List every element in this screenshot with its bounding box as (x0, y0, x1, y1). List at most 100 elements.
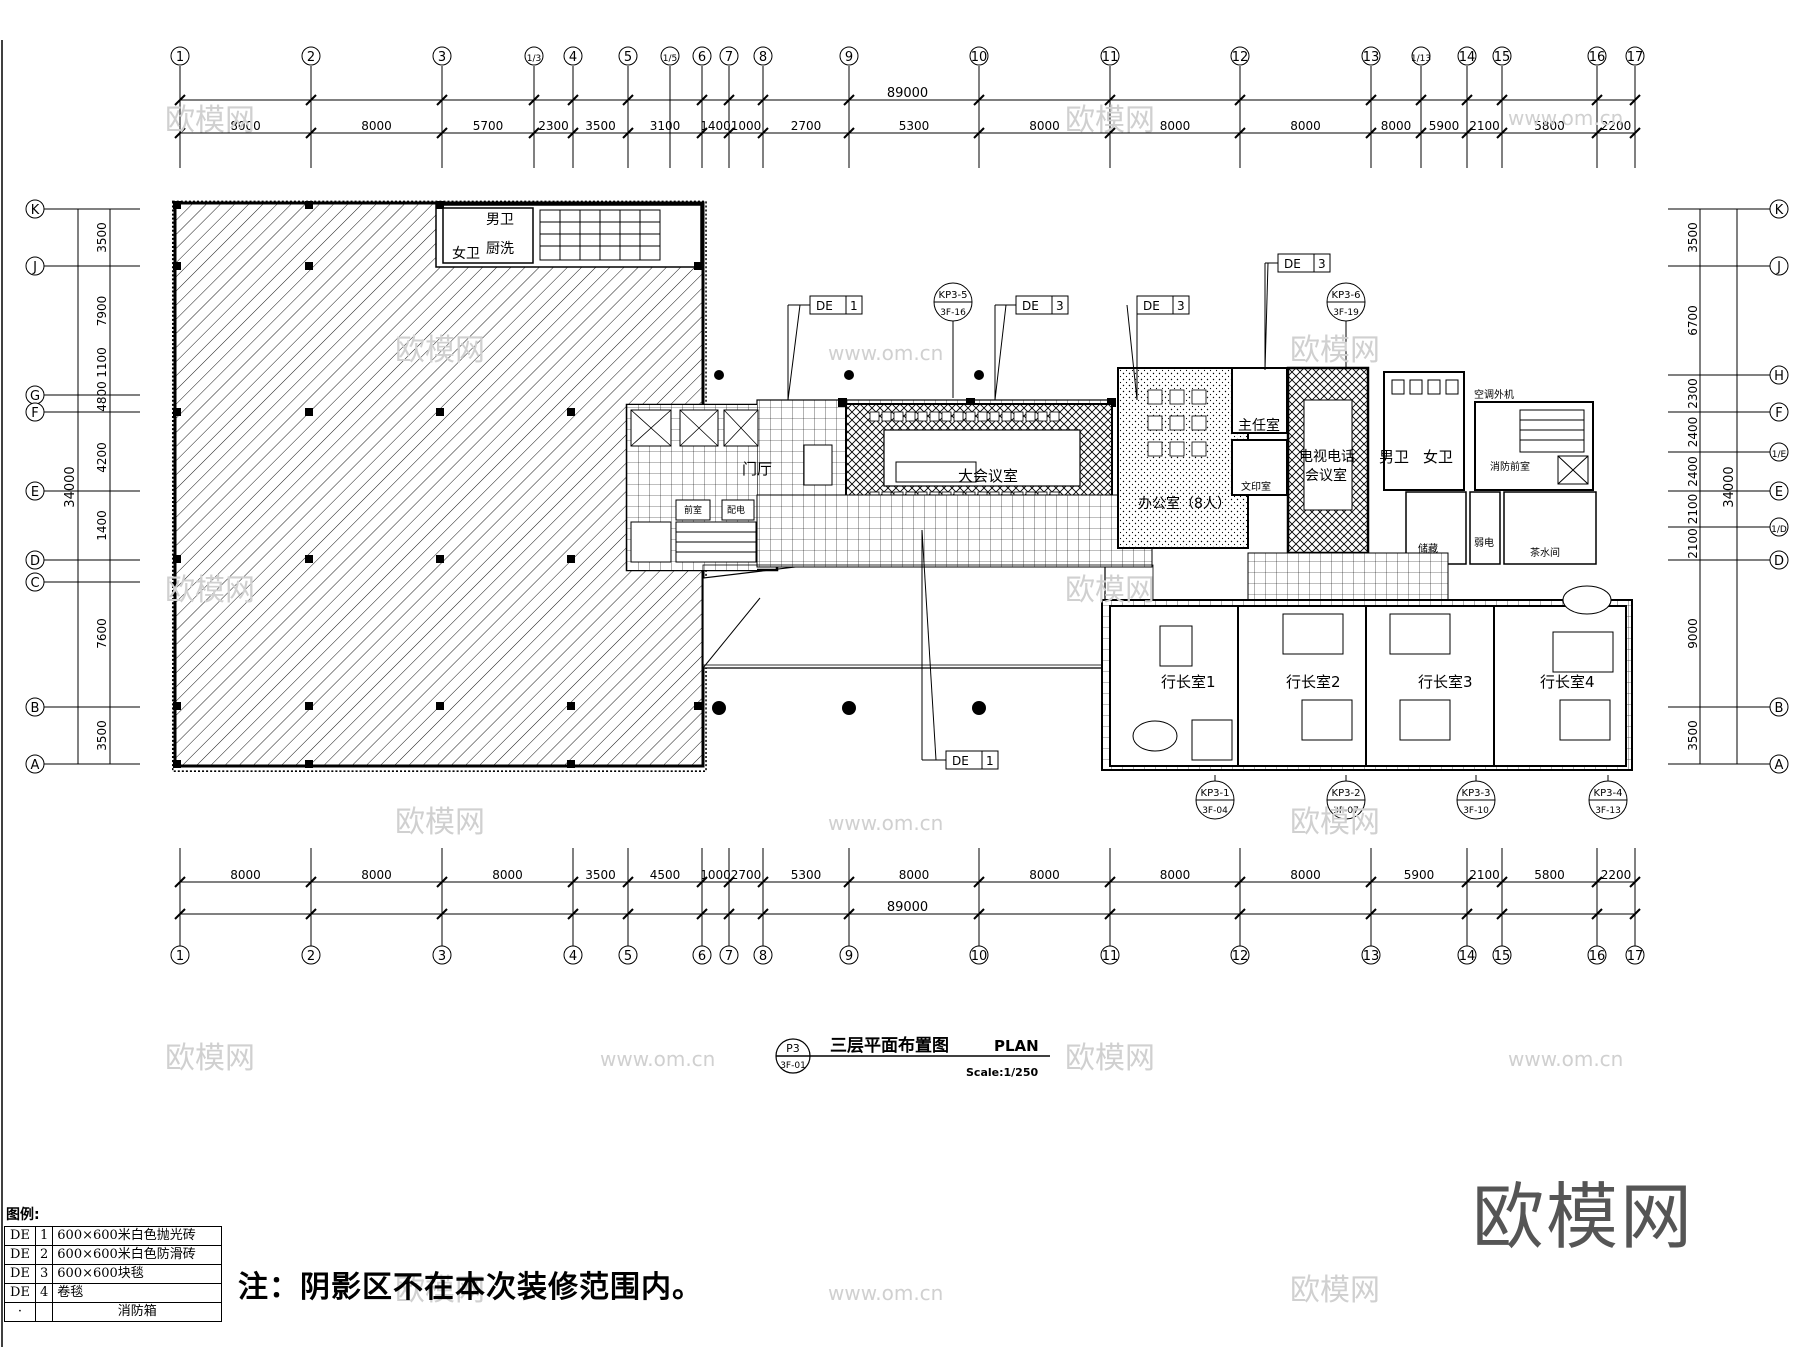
left-axis-label: C (30, 576, 39, 591)
svg-text:3: 3 (1318, 257, 1326, 271)
left-dim-segment: 3500 (95, 720, 109, 751)
top-dim-segment: 8000 (1290, 119, 1321, 133)
left-dim-segment: 3500 (95, 222, 109, 253)
bottom-axis-bubble (1492, 945, 1512, 965)
top-dim-segment: 8000 (1029, 119, 1060, 133)
bottom-axis-label: 12 (1232, 949, 1249, 964)
bottom-axis-label: 1 (176, 949, 184, 964)
right-axis-bubble (1769, 256, 1789, 276)
top-dim-segment: 5900 (1429, 119, 1460, 133)
svg-text:3F-10: 3F-10 (1463, 806, 1489, 816)
left-dim-segment: 1400 (95, 510, 109, 541)
top-axis-bubble (432, 46, 452, 66)
bottom-dim-segment: 8000 (1029, 868, 1060, 882)
left-axis-bubble (25, 550, 45, 570)
svg-text:欧模网: 欧模网 (1290, 805, 1380, 840)
right-dim-total: 34000 (1722, 466, 1737, 507)
legend-title: 图例: (6, 1207, 40, 1223)
top-axis-bubble (1492, 46, 1512, 66)
left-axis-bubble (25, 199, 45, 219)
room-label-equip: 前室 (684, 504, 702, 516)
svg-text:3F-04: 3F-04 (1202, 806, 1228, 816)
legend-cell-desc: 600×600块毯 (52, 1264, 223, 1284)
bottom-axis-label: 13 (1363, 949, 1380, 964)
left-dim-segment: 4800 (95, 381, 109, 412)
bottom-axis-bubble (1230, 945, 1250, 965)
top-axis-label: 4 (569, 50, 577, 65)
top-axis-label: 1/5 (663, 54, 677, 64)
room-label-men-wc-2: 男卫 (1379, 448, 1409, 466)
top-axis-bubble (1230, 46, 1250, 66)
bottom-dim-segment: 4500 (650, 868, 681, 882)
right-dim-segment: 3500 (1686, 222, 1700, 253)
bottom-dim-segment: 5900 (1404, 868, 1435, 882)
top-dim-segment: 8000 (1160, 119, 1191, 133)
left-dim-segment: 1100 (95, 347, 109, 378)
svg-text:欧模网: 欧模网 (1065, 1041, 1155, 1076)
top-axis-bubble (969, 46, 989, 66)
svg-text:3F-07: 3F-07 (1333, 806, 1359, 816)
svg-text:3: 3 (1177, 299, 1185, 313)
left-axis-bubble (25, 402, 45, 422)
bottom-axis-label: 3 (438, 949, 446, 964)
legend-cell-code: DE (4, 1245, 36, 1265)
room-label-tea: 茶水间 (1530, 546, 1560, 559)
bottom-dim-segment: 2700 (731, 868, 762, 882)
room-label-exec-4: 行长室4 (1540, 673, 1595, 691)
bottom-axis-label: 4 (569, 949, 577, 964)
drawing-title-en: PLAN (994, 1037, 1039, 1055)
bottom-dim-total: 89000 (887, 900, 928, 915)
svg-text:3: 3 (1056, 299, 1064, 313)
svg-text:KP3-6: KP3-6 (1332, 290, 1361, 301)
room-label-conference: 大会议室 (958, 467, 1018, 485)
legend-cell-num: 4 (34, 1283, 54, 1303)
bottom-axis-label: 16 (1589, 949, 1606, 964)
room-label-women-wc: 女卫 (452, 245, 480, 262)
left-axis-bubble (25, 256, 45, 276)
corridor (756, 494, 1153, 568)
left-axis-label: G (30, 389, 40, 404)
right-axis-bubble (1769, 754, 1789, 774)
top-axis-label: 17 (1627, 50, 1644, 65)
svg-text:KP3-4: KP3-4 (1594, 788, 1623, 799)
svg-text:DE: DE (1284, 257, 1301, 271)
left-axis-label: A (31, 758, 40, 773)
room-label-video-conf-1: 电视电话 (1299, 449, 1355, 465)
bottom-axis-label: 17 (1627, 949, 1644, 964)
left-dim-segment: 7600 (95, 618, 109, 649)
legend-cell-num: 1 (34, 1226, 54, 1246)
bottom-dim-segment: 5800 (1534, 868, 1565, 882)
top-axis-bubble (301, 46, 321, 66)
room-label-print: 文印室 (1241, 480, 1271, 493)
top-axis-label: 3 (438, 50, 446, 65)
left-axis-label: J (32, 260, 37, 275)
right-axis-bubble (1769, 481, 1789, 501)
bottom-dim-segment: 5300 (791, 868, 822, 882)
room-label-video-conf-2: 会议室 (1305, 467, 1347, 484)
svg-text:KP3-5: KP3-5 (939, 290, 968, 301)
svg-text:欧模网: 欧模网 (395, 805, 485, 840)
top-axis-label: 5 (624, 50, 632, 65)
top-axis-label: 13 (1363, 50, 1380, 65)
svg-text:3F-19: 3F-19 (1333, 308, 1359, 318)
excluded-hatched-area (171, 200, 1106, 772)
room-label-elec: 弱电 (1474, 536, 1494, 549)
right-axis-bubble (1769, 365, 1789, 385)
room-label-exec-1: 行长室1 (1161, 673, 1216, 691)
top-dim-segment: 5300 (899, 119, 930, 133)
right-axis-bubble (1769, 697, 1789, 717)
left-dim-segment: 7900 (95, 296, 109, 327)
bottom-dim-segment: 2100 (1469, 868, 1500, 882)
room-label-men-wc: 男卫 (486, 212, 514, 228)
de-callout-de1_a (809, 295, 863, 315)
sheet-tag-bottom: 3F-01 (780, 1061, 806, 1071)
legend-cell-desc: 600×600米白色防滑砖 (52, 1245, 223, 1265)
svg-text:欧模网: 欧模网 (165, 1041, 255, 1076)
left-dim-total: 34000 (63, 466, 78, 507)
svg-text:DE: DE (1143, 299, 1160, 313)
room-label-exec-2: 行长室2 (1286, 673, 1341, 691)
top-axis-bubble (1587, 46, 1607, 66)
